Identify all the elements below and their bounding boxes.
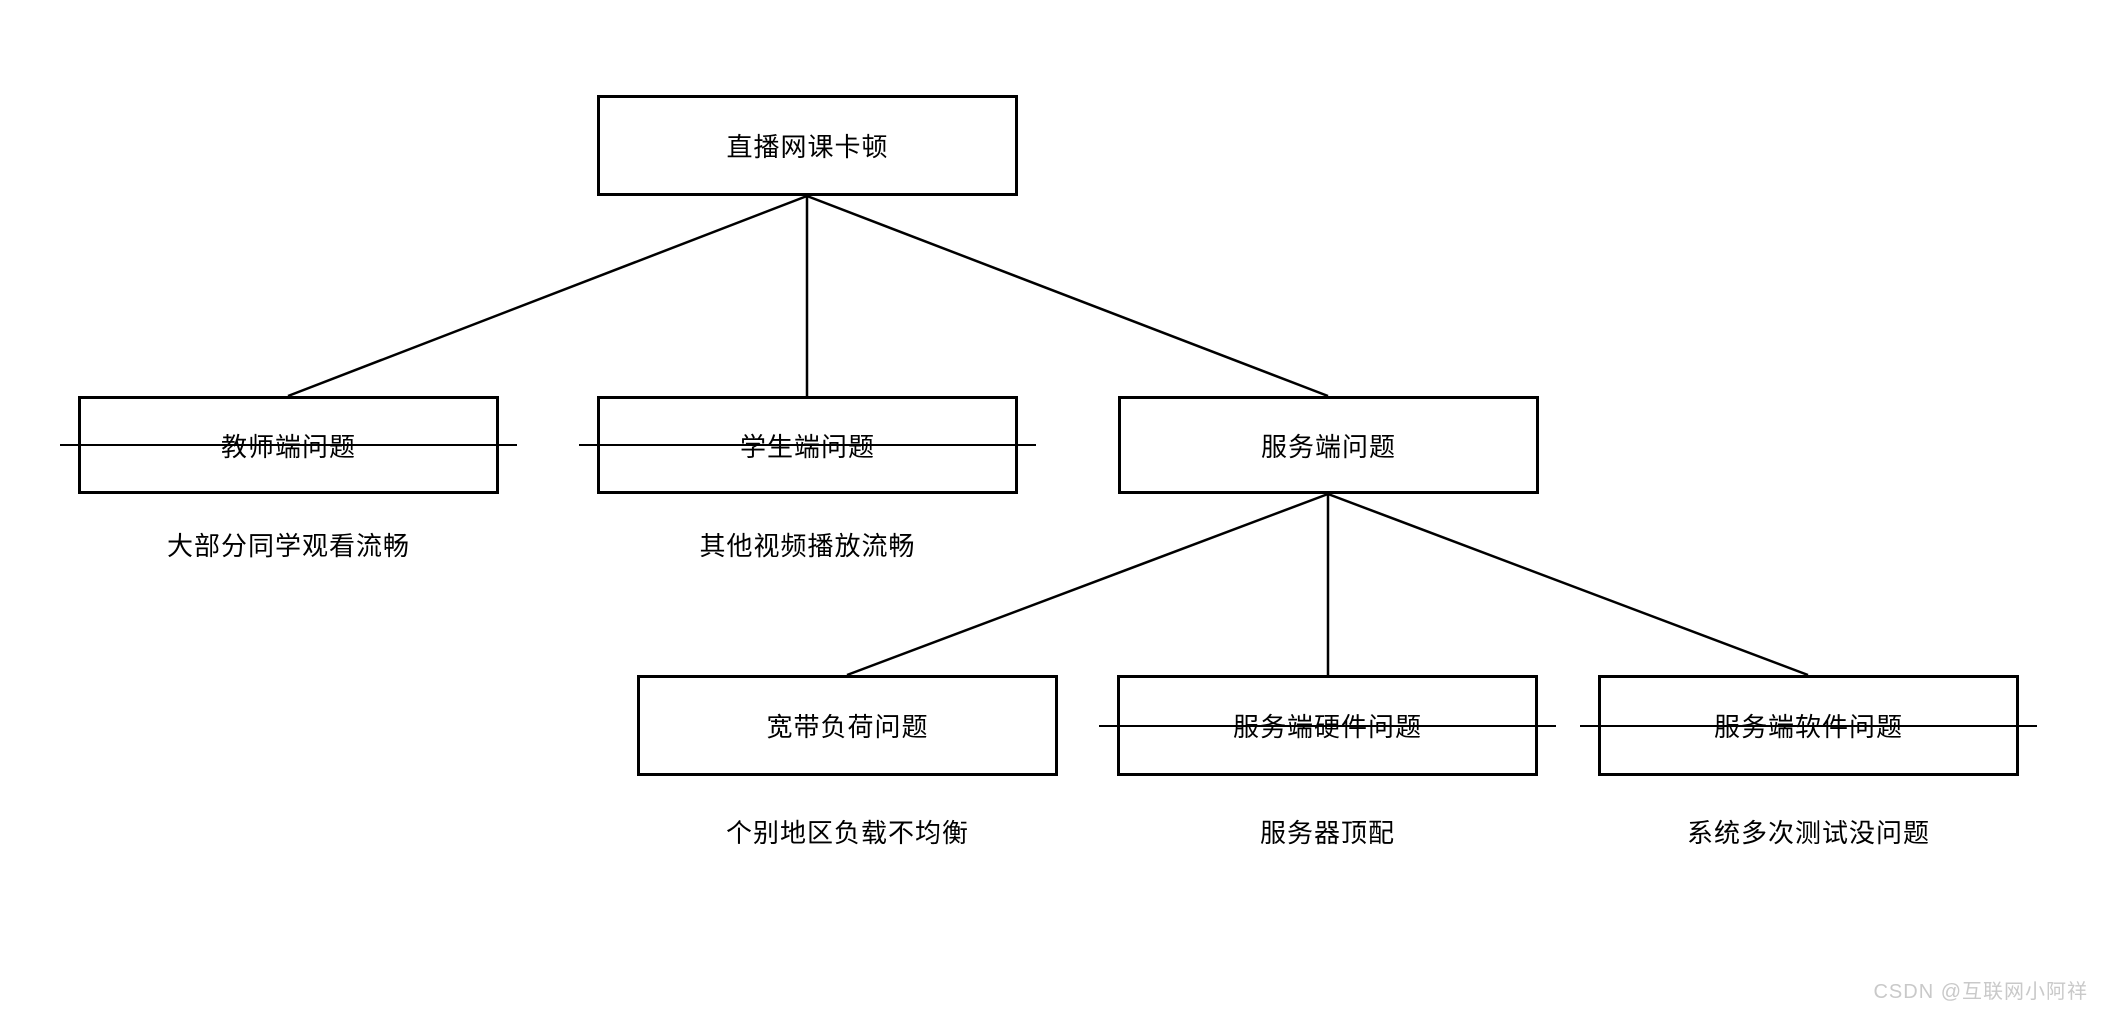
csdn-watermark: CSDN @互联网小阿祥	[1873, 981, 2088, 1003]
node-bandwidth-load-problem: 宽带负荷问题	[637, 675, 1058, 776]
node-live-class-lag: 直播网课卡顿	[597, 95, 1018, 196]
note-software-elimination: 系统多次测试没问题	[1686, 818, 1930, 848]
note-bandwidth-conclusion: 个别地区负载不均衡	[725, 818, 969, 848]
note-student-elimination: 其他视频播放流畅	[699, 531, 916, 561]
node-teacher-side-problem: 教师端问题	[60, 396, 517, 494]
node-server-side-problem: 服务端问题	[1118, 396, 1539, 494]
node-label: 直播网课卡顿	[726, 132, 889, 162]
node-label: 服务端问题	[1260, 431, 1396, 462]
note-hardware-elimination: 服务器顶配	[1259, 818, 1395, 848]
node-label: 宽带负荷问题	[766, 712, 929, 742]
node-server-software-problem: 服务端软件问题	[1580, 675, 2037, 776]
node-label: 学生端问题	[739, 431, 875, 462]
node-label: 教师端问题	[220, 431, 356, 462]
node-label: 服务端软件问题	[1713, 712, 1903, 742]
edge-server-software	[1327, 492, 1809, 677]
edge-server-bandwidth	[846, 492, 1329, 677]
edge-root-server	[806, 194, 1329, 398]
node-server-hardware-problem: 服务端硬件问题	[1099, 675, 1556, 776]
node-student-side-problem: 学生端问题	[579, 396, 1036, 494]
edge-root-teacher	[287, 194, 808, 398]
node-label: 服务端硬件问题	[1232, 712, 1422, 742]
note-teacher-elimination: 大部分同学观看流畅	[166, 531, 410, 561]
